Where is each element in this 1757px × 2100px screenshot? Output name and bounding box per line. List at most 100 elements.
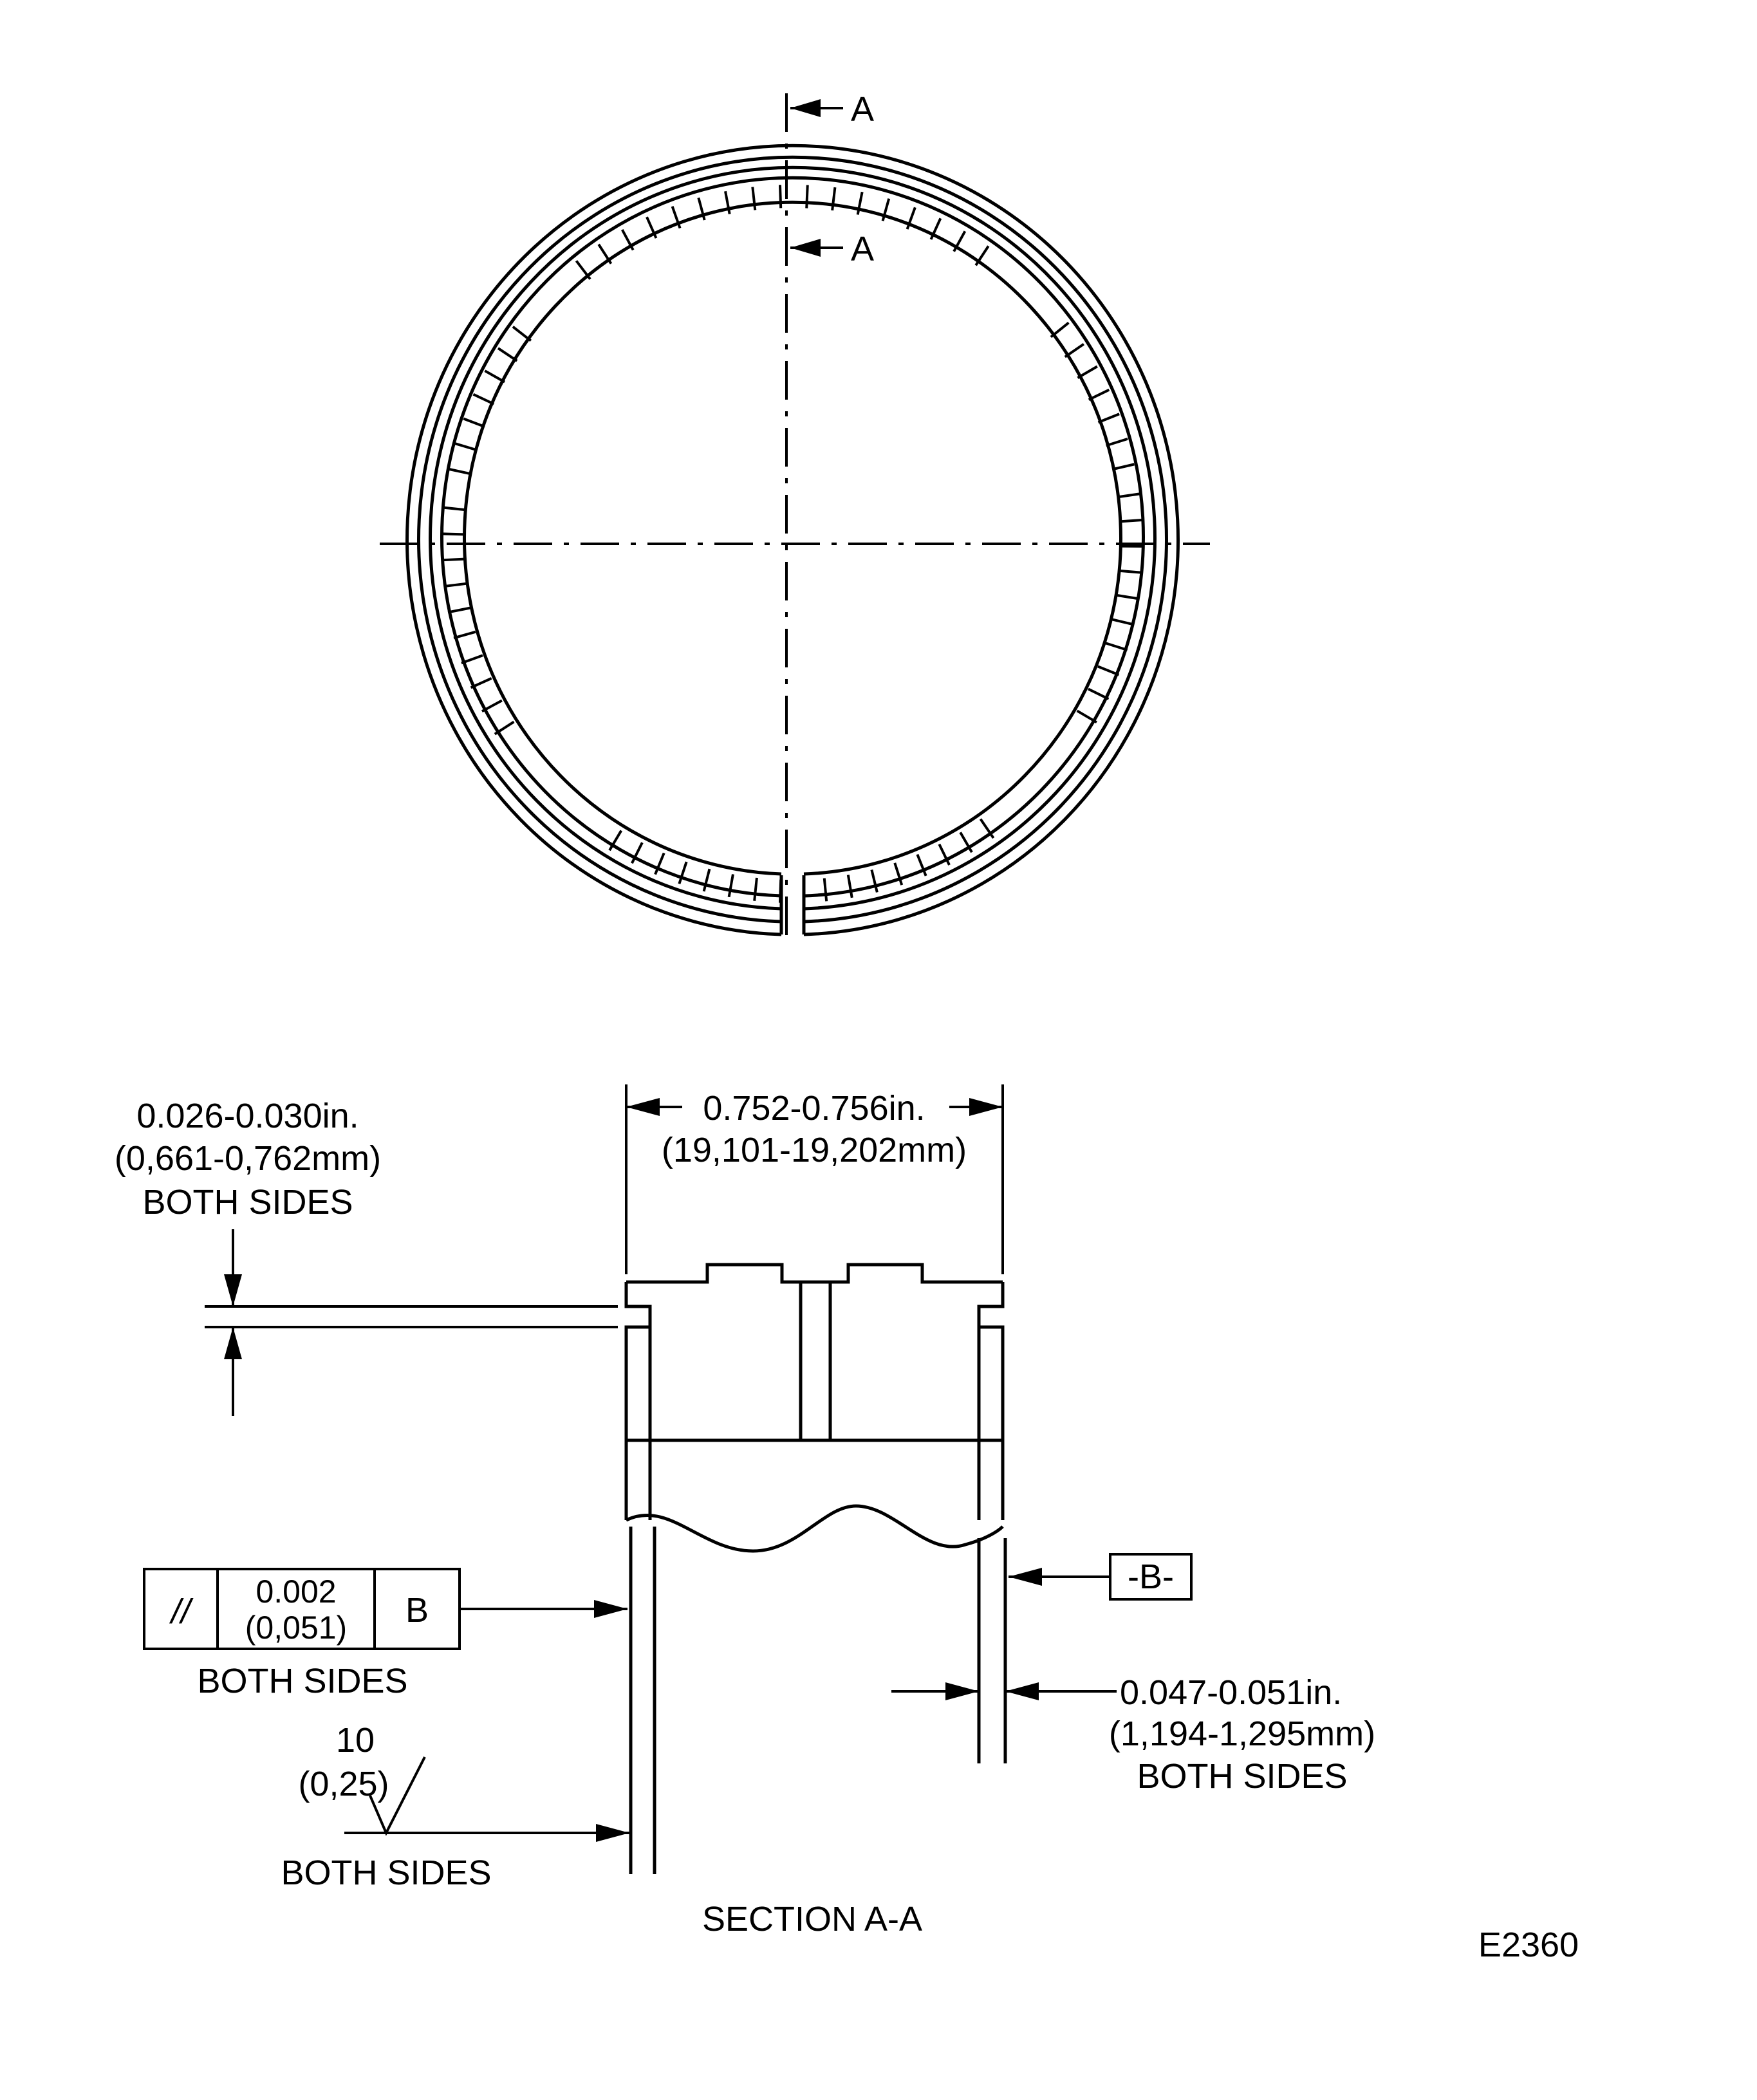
ring-outer-edge-3 [429,165,1157,911]
ring-segment-divider [697,197,706,221]
ring-segment-divider [805,185,809,209]
ring-segment-divider [1106,437,1128,447]
ring-segment-divider [831,187,837,211]
ring-segment-divider [727,874,734,898]
ring-segment-divider [481,699,503,713]
ring-segment-divider [1097,665,1120,676]
ring-segment-divider [1117,492,1140,499]
ring-outer-edge-2 [417,155,1168,924]
parallelism-tolerance-in: 0.002 [256,1574,336,1610]
parallelism-symbol: // [169,1592,194,1631]
ring-segment-divider [447,606,470,614]
ring-segment-divider [443,506,466,512]
wall-dim-mm: (1,194-1,295mm) [1109,1714,1375,1753]
ring-outer-edges [405,144,1180,936]
ring-segment-divider [442,557,465,562]
ring-segment-divider [461,654,483,665]
ring-segment-divider [751,187,757,210]
ring-segment-divider [953,230,967,252]
wall-dim-inches: 0.047-0.051in. [1120,1673,1342,1712]
section-cut-mark-lower: A [790,230,874,268]
ring-segment-divider [702,868,711,892]
ring-segment-divider [463,417,485,428]
ring-segment-divider [938,843,951,866]
ring-segment-divider [472,393,495,405]
section-a-a-view: 0.752-0.756in. (19,101-19,202mm) 0.026-0… [115,1084,1375,1938]
ring-segment-divider [470,677,492,689]
ring-segment-divider [906,207,916,230]
ring-segment-divider [646,216,658,239]
ring-segment-divider [959,832,973,853]
datum-b-label: -B- [1128,1557,1174,1596]
groove-dimension: 0.026-0.030in. (0,661-0,762mm) BOTH SIDE… [115,1097,618,1416]
ring-segment-divider [979,818,995,839]
ring-segment-divider [1077,365,1098,379]
ring-segment-divider [1111,618,1135,626]
ring-segment-divider [1076,709,1097,724]
ring-plan-view: A A [380,90,1210,946]
section-right-wall-outer [977,1282,1005,1520]
ring-segment-divider [654,852,665,875]
wall-thickness-dimension: 0.047-0.051in. (1,194-1,295mm) BOTH SIDE… [891,1673,1375,1796]
ring-segment-divider [1111,463,1135,471]
ring-segment-divider [631,842,644,864]
section-title: SECTION A-A [702,1900,922,1938]
surface-finish-value: 10 [336,1721,375,1760]
ring-segment-divider [671,205,682,229]
surface-finish-note: BOTH SIDES [281,1854,491,1892]
parallelism-tolerance-mm: (0,051) [245,1610,347,1646]
ring-segment-divider [512,326,532,342]
section-left-wall-outer [624,1282,652,1520]
ring-segment-divider [1050,321,1070,339]
groove-dim-inches: 0.026-0.030in. [136,1097,358,1135]
ring-segment-divider [778,185,783,209]
width-dimension: 0.752-0.756in. (19,101-19,202mm) [625,1084,1004,1274]
ring-segment-divider [1119,569,1142,574]
ring-band-outer-edge [440,176,1145,898]
ring-segment-divider [1105,642,1128,651]
section-cut-mark-upper: A [790,90,874,129]
ring-outer-edge-1 [405,144,1180,936]
ring-segment-divider [455,442,478,452]
ring-segment-divider [916,853,927,877]
ring-segment-divider [678,861,688,884]
ring-segment-divider [1097,413,1120,424]
parallelism-control-frame: // 0.002 (0,051) B BOTH SIDES [143,1568,628,1700]
ring-segment-divider [1116,593,1139,600]
ring-segment-divider [1088,388,1110,401]
parallelism-datum: B [405,1591,429,1630]
groove-dim-note: BOTH SIDES [142,1183,353,1222]
width-dim-inches: 0.752-0.756in. [703,1089,925,1128]
ring-segment-divider [484,369,506,384]
wall-dim-note: BOTH SIDES [1137,1757,1347,1796]
ring-segment-divider [823,878,828,902]
ring-segment-divider [575,260,591,280]
ring-segment-divider [929,218,942,240]
ring-segment-divider [881,198,891,221]
ring-segment-divider [453,630,476,640]
ring-segment-divider [449,468,472,476]
section-mark-lower-label: A [851,230,874,268]
ring-segment-divider [1064,342,1085,358]
ring-segment-divider [497,347,518,362]
section-top-profile [626,1263,1003,1284]
figure-id: E2360 [1478,1926,1579,1964]
ring-segment-divider [443,582,467,588]
ring-segment-divider [494,720,515,736]
ring-segment-divider [621,229,635,251]
ring-segment-divider [1119,519,1142,523]
ring-segment-divider [597,243,613,265]
ring-segment-divider [724,190,731,214]
section-mark-upper-label: A [851,90,874,129]
surface-finish-value-mm: (0,25) [298,1765,389,1803]
parallelism-note: BOTH SIDES [197,1662,407,1700]
datum-b-indicator: -B- [1009,1553,1193,1601]
ring-inner-edges [440,176,1145,898]
ring-segment-divider [856,191,864,215]
ring-segment-divider [1088,687,1110,700]
ring-segment-divider [870,869,879,893]
width-dim-mm: (19,101-19,202mm) [662,1131,967,1169]
surface-finish-callout: 10 (0,25) BOTH SIDES [281,1721,629,1892]
ring-inner-edge [463,200,1122,876]
